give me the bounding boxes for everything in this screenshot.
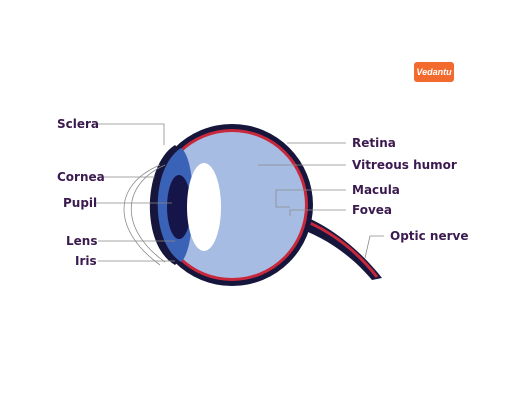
label-fovea: Fovea — [352, 203, 392, 217]
optic-nerve-leader — [364, 235, 384, 259]
cornea-outline — [123, 164, 161, 266]
cornea — [149, 145, 182, 265]
sclera-leader — [98, 123, 165, 145]
label-vitreous-humor: Vitreous humor — [352, 158, 457, 172]
fovea-leader — [289, 209, 346, 216]
label-optic-nerve: Optic nerve — [390, 229, 469, 243]
label-sclera: Sclera — [57, 117, 99, 131]
cornea-outline-inner — [131, 164, 166, 263]
macula-leader — [275, 189, 346, 208]
label-retina: Retina — [352, 136, 396, 150]
label-pupil: Pupil — [63, 196, 97, 210]
lens — [187, 163, 221, 251]
label-lens: Lens — [66, 234, 97, 248]
label-iris: Iris — [75, 254, 97, 268]
pupil — [167, 175, 191, 239]
vedantu-logo: Vedantu — [414, 62, 454, 82]
optic-nerve — [292, 213, 382, 280]
label-cornea: Cornea — [57, 170, 105, 184]
label-macula: Macula — [352, 183, 400, 197]
